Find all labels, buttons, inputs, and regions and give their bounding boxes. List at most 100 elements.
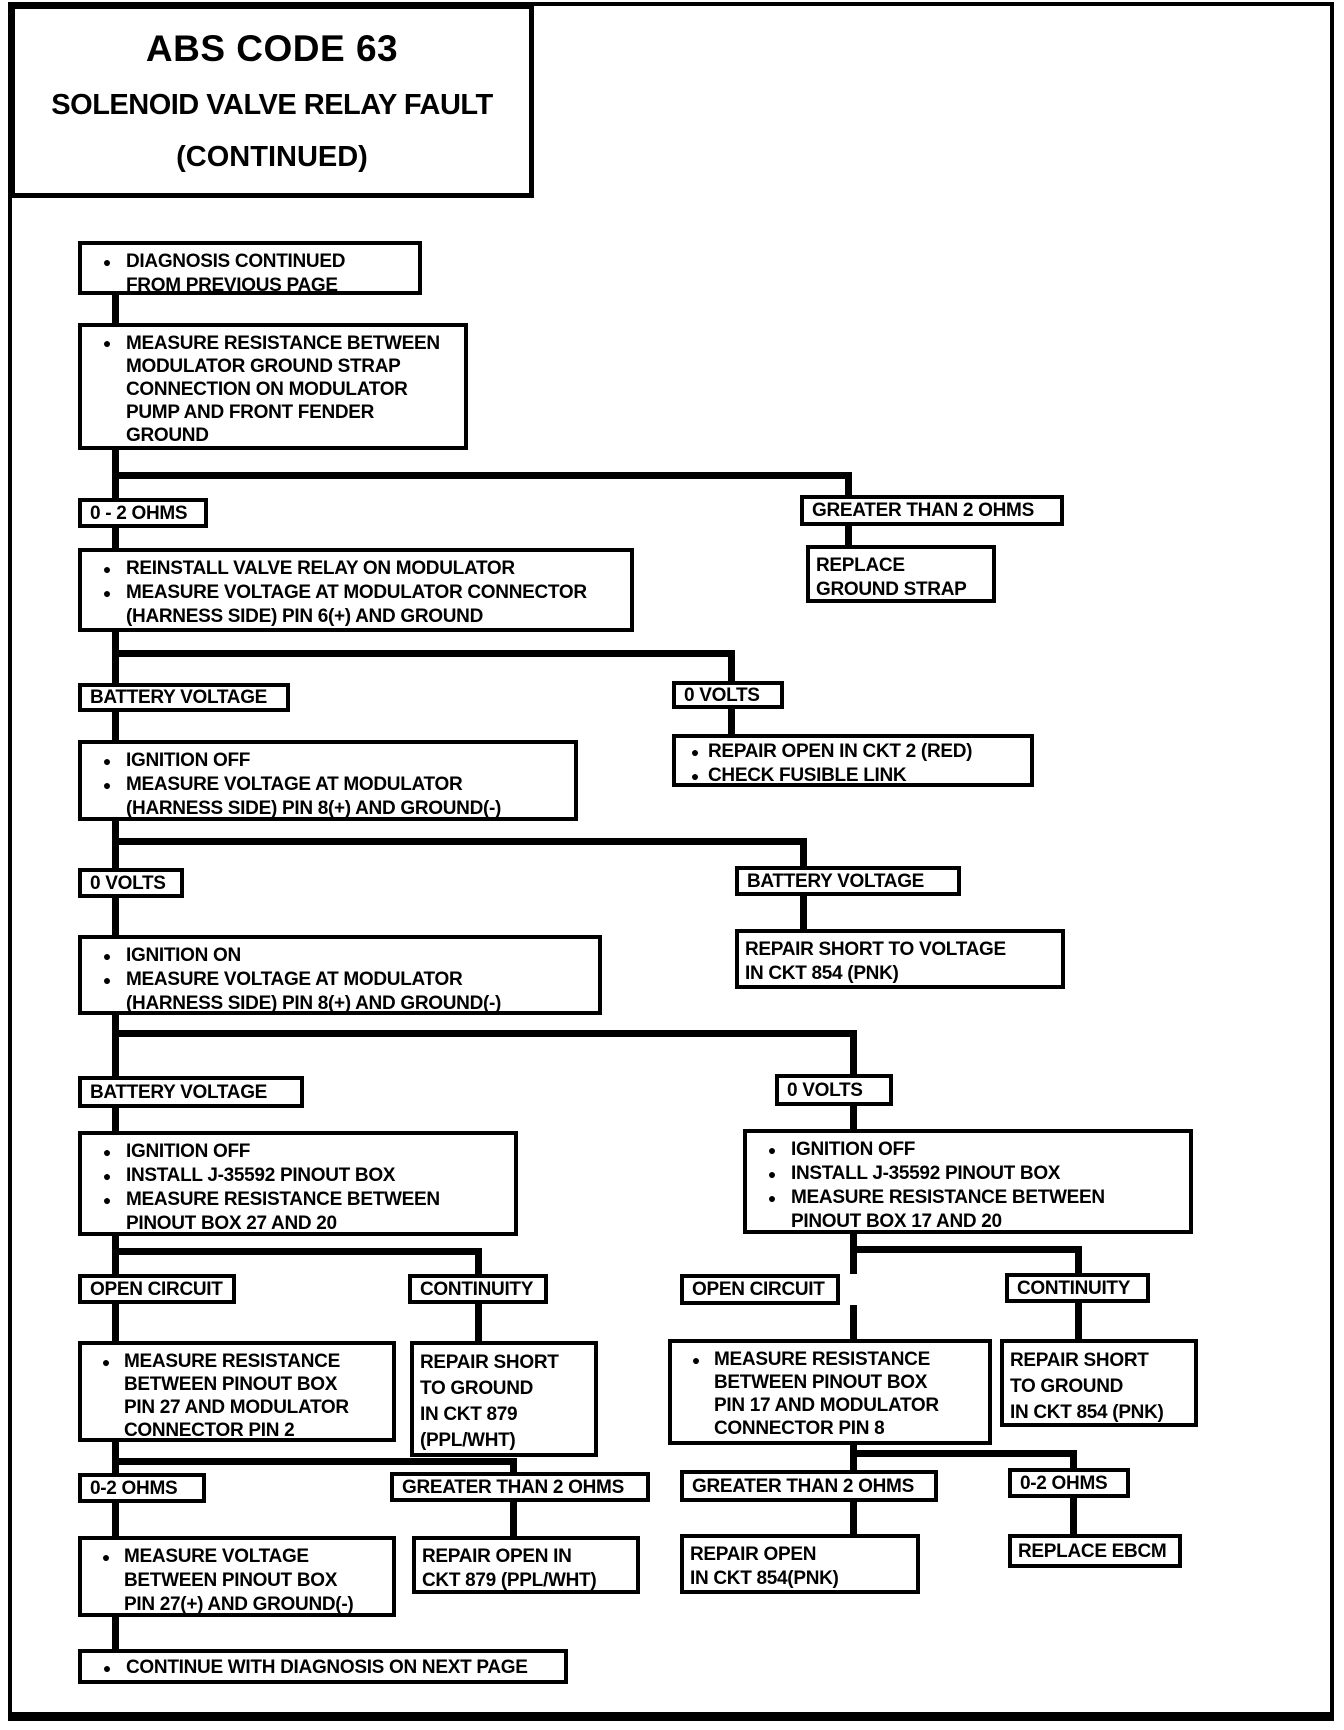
bullet-icon: ● [102, 948, 112, 964]
bullet-icon: ● [102, 335, 112, 351]
decision-greater-2-ohms-a: GREATER THAN 2 OHMS [800, 495, 1064, 526]
node-pinout-17-20: ● IGNITION OFF ● INSTALL J-35592 PINOUT … [743, 1129, 1193, 1234]
decision-continuity-a: CONTINUITY [408, 1274, 548, 1304]
bullet-icon: ● [102, 1192, 112, 1208]
node-text: REPLACE [816, 555, 905, 576]
node-text: TO GROUND [1010, 1376, 1124, 1397]
decision-text: 0 VOLTS [684, 684, 760, 706]
decision-text: BATTERY VOLTAGE [90, 687, 268, 708]
connector [850, 1246, 1082, 1253]
connector [728, 708, 735, 734]
bullet-icon: ● [102, 561, 112, 577]
page-subtitle-continued: (CONTINUED) [176, 141, 368, 173]
connector [1075, 1246, 1082, 1274]
connector [1070, 1498, 1077, 1534]
connector [800, 838, 807, 866]
decision-text: OPEN CIRCUIT [90, 1278, 223, 1300]
node-text: INSTALL J-35592 PINOUT BOX [126, 1165, 396, 1186]
decision-0-2-ohms-a: 0 - 2 OHMS [78, 498, 208, 528]
decision-text: 0 - 2 OHMS [90, 502, 188, 524]
node-continue-next-page: ● CONTINUE WITH DIAGNOSIS ON NEXT PAGE [78, 1649, 568, 1684]
connector [112, 1030, 857, 1037]
node-text: REPAIR OPEN [690, 1544, 817, 1565]
bullet-icon: ● [102, 1144, 112, 1160]
connector [475, 1248, 482, 1274]
connector [112, 1458, 517, 1465]
node-replace-ground-strap: REPLACE GROUND STRAP [806, 545, 996, 603]
node-text: MEASURE RESISTANCE BETWEEN [791, 1187, 1105, 1208]
bullet-icon: ● [102, 972, 112, 988]
bullet-icon: ● [767, 1190, 777, 1206]
decision-text: GREATER THAN 2 OHMS [692, 1475, 914, 1497]
decision-text: OPEN CIRCUIT [692, 1279, 825, 1300]
node-replace-ebcm: REPLACE EBCM [1008, 1534, 1182, 1568]
connector [510, 1458, 517, 1473]
node-text: REINSTALL VALVE RELAY ON MODULATOR [126, 558, 515, 579]
node-text: REPAIR OPEN IN [422, 1546, 572, 1567]
bullet-icon: ● [102, 777, 112, 793]
node-text: MEASURE RESISTANCE [124, 1351, 340, 1372]
node-text: PINOUT BOX 27 AND 20 [126, 1213, 337, 1234]
node-measure-voltage-pin27: ● MEASURE VOLTAGE BETWEEN PINOUT BOX PIN… [78, 1536, 396, 1617]
bullet-icon: ● [767, 1142, 777, 1158]
node-text: MEASURE VOLTAGE AT MODULATOR [126, 774, 463, 795]
node-text: IGNITION OFF [126, 750, 251, 771]
node-text: MEASURE RESISTANCE BETWEEN [126, 333, 440, 354]
bullet-icon: ● [102, 585, 112, 601]
page-subtitle: SOLENOID VALVE RELAY FAULT [51, 89, 493, 121]
node-text: REPLACE EBCM [1018, 1541, 1167, 1562]
decision-text: CONTINUITY [1017, 1277, 1131, 1299]
node-text: (HARNESS SIDE) PIN 8(+) AND GROUND(-) [126, 798, 502, 819]
decision-open-circuit-a: OPEN CIRCUIT [78, 1274, 236, 1304]
connector [850, 1450, 1077, 1457]
bullet-icon: ● [101, 1549, 111, 1565]
bullet-icon: ● [102, 1168, 112, 1184]
node-text: IGNITION ON [126, 945, 241, 966]
decision-battery-voltage-c: BATTERY VOLTAGE [78, 1076, 304, 1108]
node-text: PIN 17 AND MODULATOR [714, 1395, 939, 1416]
connector [1075, 1303, 1082, 1339]
connector [728, 650, 735, 681]
decision-text: 0-2 OHMS [90, 1477, 178, 1499]
node-repair-open-ckt2: ● REPAIR OPEN IN CKT 2 (RED) ● CHECK FUS… [672, 734, 1034, 787]
node-repair-open-854: REPAIR OPEN IN CKT 854(PNK) [680, 1534, 920, 1594]
connector [845, 526, 852, 546]
decision-open-circuit-b: OPEN CIRCUIT [680, 1274, 840, 1305]
node-text: CONTINUE WITH DIAGNOSIS ON NEXT PAGE [126, 1657, 528, 1678]
node-pinout-27-20: ● IGNITION OFF ● INSTALL J-35592 PINOUT … [78, 1131, 518, 1236]
connector [112, 1107, 119, 1131]
node-text: CONNECTION ON MODULATOR [126, 379, 408, 400]
node-text: (HARNESS SIDE) PIN 8(+) AND GROUND(-) [126, 993, 502, 1014]
connector [112, 711, 119, 740]
node-diagnosis-continued: ● DIAGNOSIS CONTINUED FROM PREVIOUS PAGE [78, 241, 422, 296]
node-text: PIN 27 AND MODULATOR [124, 1397, 349, 1418]
bullet-icon: ● [691, 1352, 701, 1368]
connector [850, 1233, 857, 1274]
decision-text: 0 VOLTS [90, 872, 166, 894]
title-box: ABS CODE 63 SOLENOID VALVE RELAY FAULT (… [10, 4, 534, 198]
connector [112, 472, 852, 479]
node-repair-short-854: REPAIR SHORT TO GROUND IN CKT 854 (PNK) [1000, 1339, 1198, 1427]
node-repair-short-879: REPAIR SHORT TO GROUND IN CKT 879 (PPL/W… [410, 1341, 598, 1457]
node-text: MEASURE VOLTAGE [124, 1546, 309, 1567]
decision-text: GREATER THAN 2 OHMS [402, 1476, 624, 1498]
decision-battery-voltage-b: BATTERY VOLTAGE [735, 866, 961, 896]
decision-0-2-ohms-b: 0-2 OHMS [78, 1473, 206, 1503]
connector [112, 1248, 482, 1255]
connector [112, 1303, 119, 1341]
node-measure-ground-strap: ● MEASURE RESISTANCE BETWEEN MODULATOR G… [78, 323, 468, 450]
connector [850, 1502, 857, 1534]
node-text: CHECK FUSIBLE LINK [708, 765, 907, 786]
bullet-icon: ● [102, 254, 112, 270]
decision-greater-2-ohms-b: GREATER THAN 2 OHMS [390, 1472, 650, 1502]
connector [800, 895, 807, 929]
connector [112, 838, 807, 845]
decision-text: GREATER THAN 2 OHMS [812, 500, 1034, 521]
decision-0-volts-c: 0 VOLTS [775, 1074, 893, 1106]
bullet-icon: ● [101, 1354, 111, 1370]
bullet-icon: ● [690, 744, 700, 760]
node-text: BETWEEN PINOUT BOX [714, 1372, 928, 1393]
node-text: INSTALL J-35592 PINOUT BOX [791, 1163, 1061, 1184]
node-text: DIAGNOSIS CONTINUED [126, 251, 346, 272]
